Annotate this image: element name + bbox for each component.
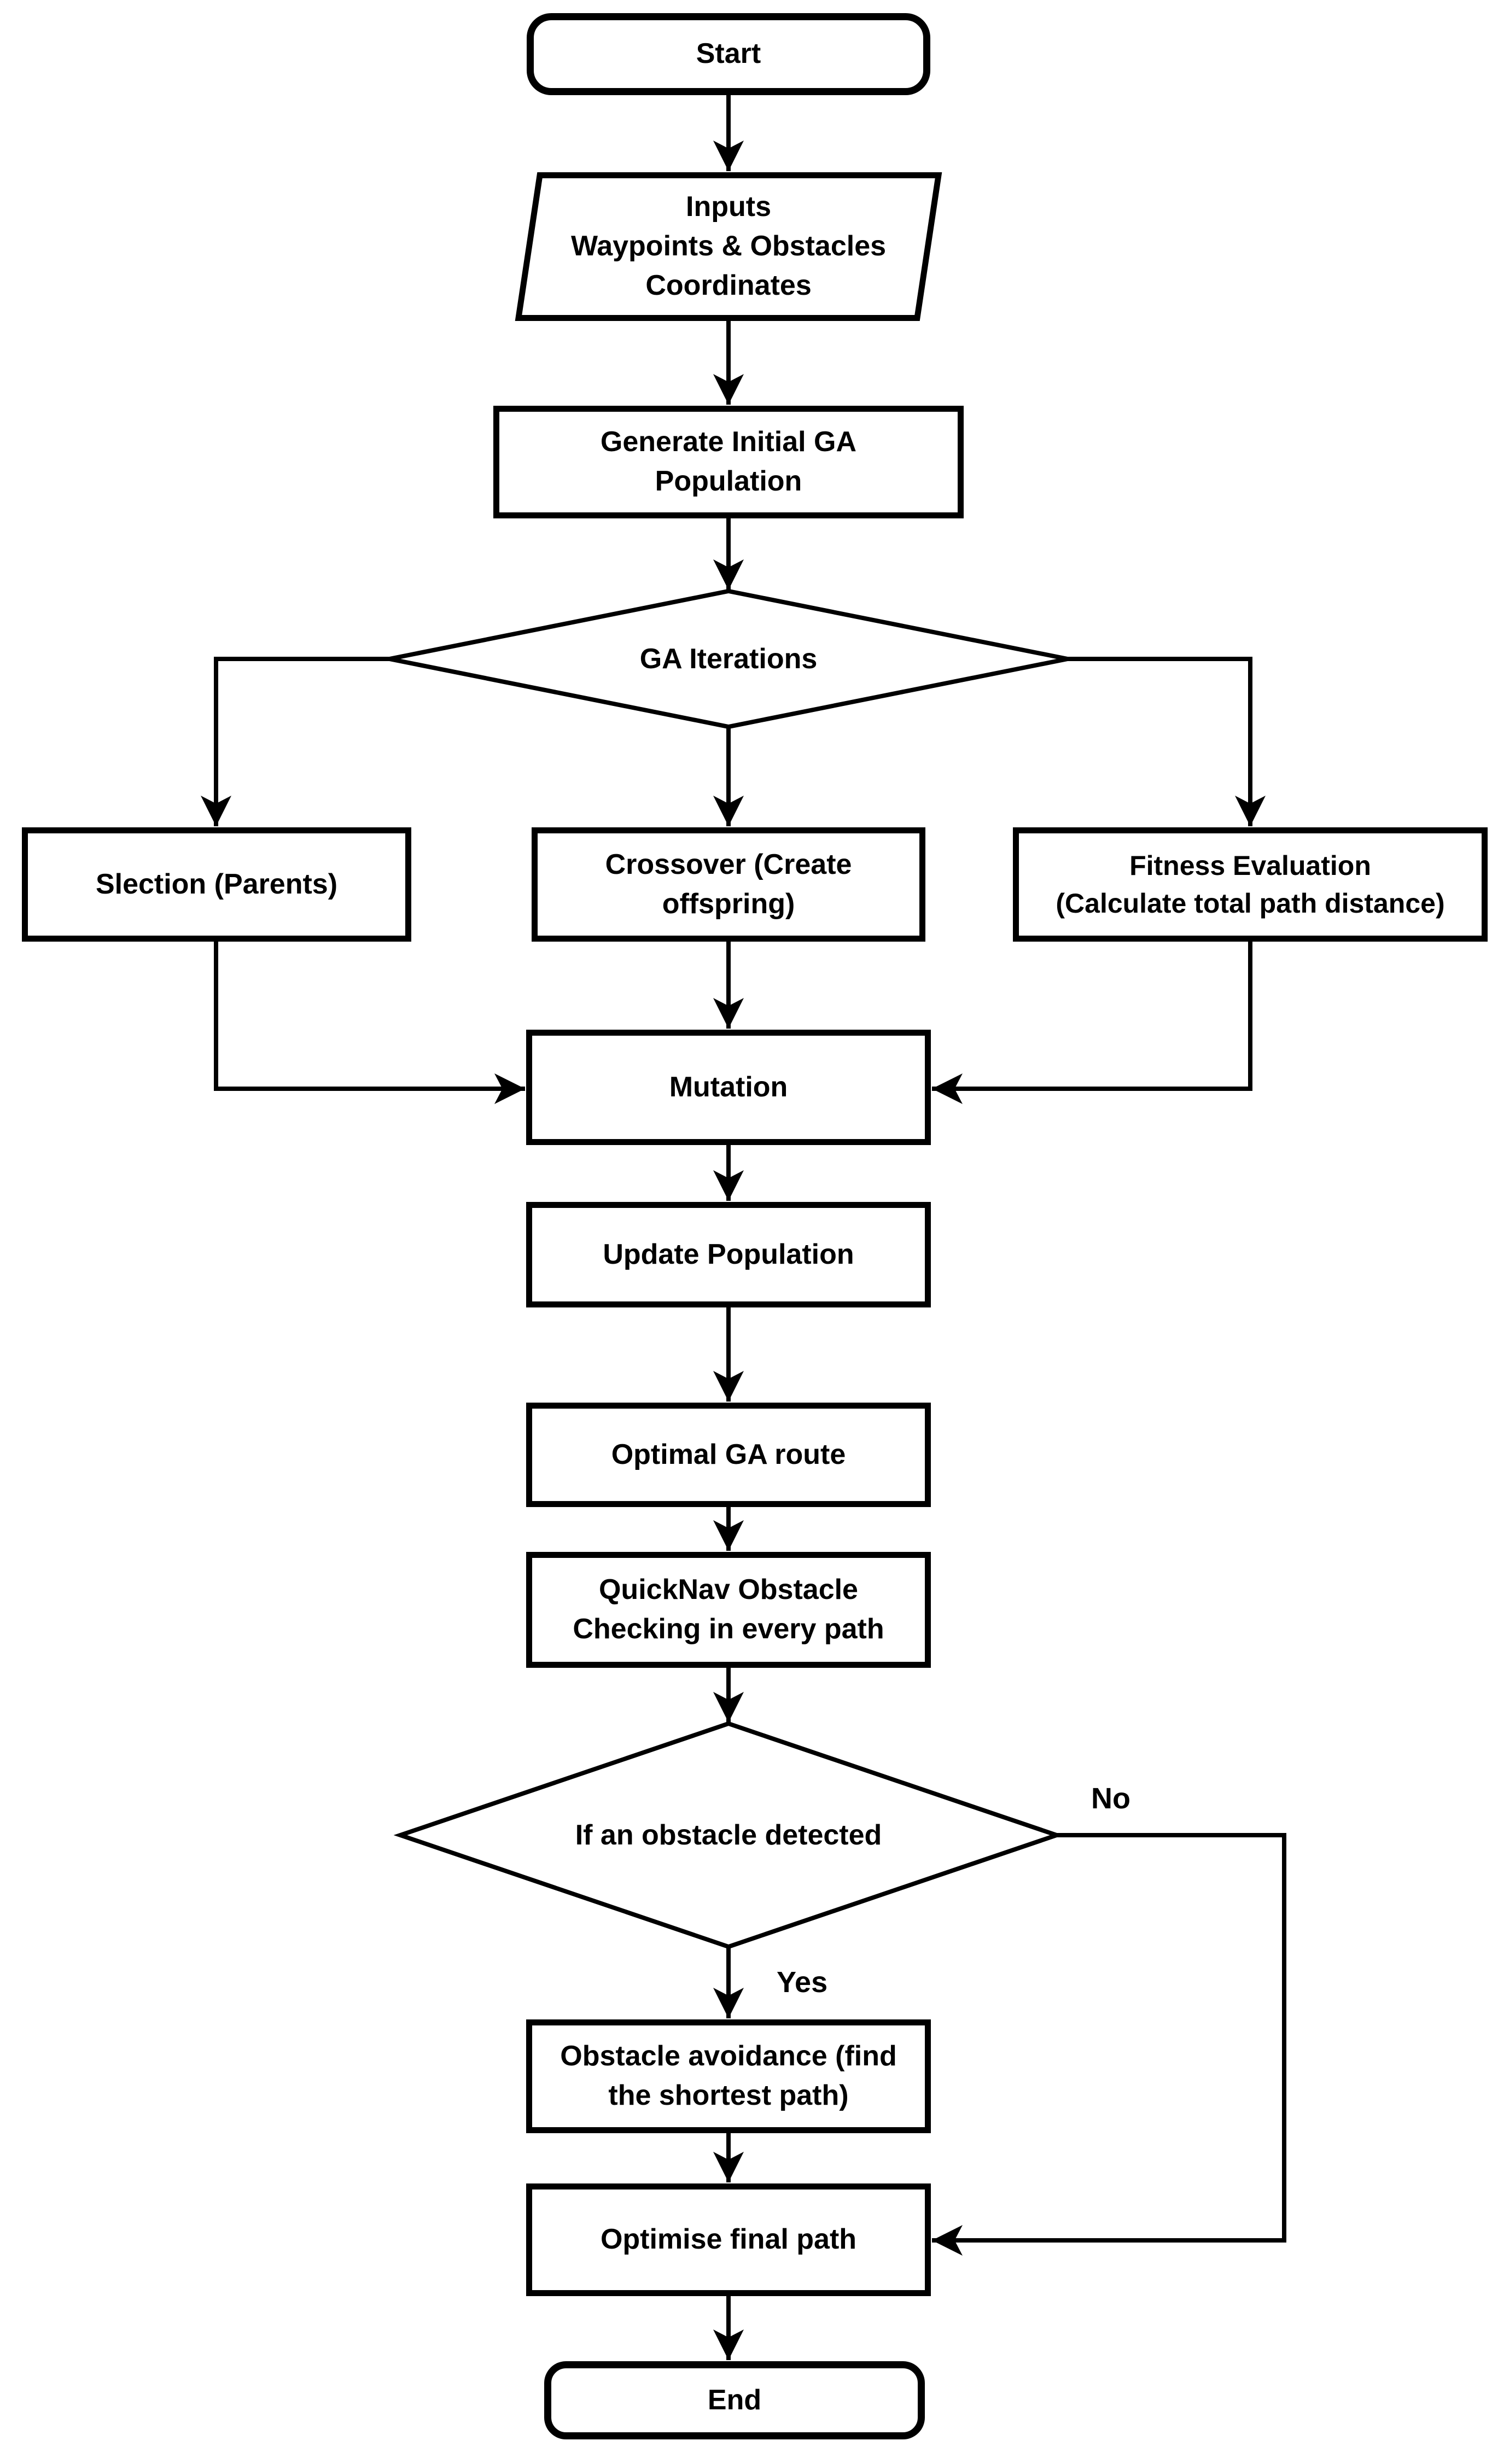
edge-label-yes: Yes bbox=[777, 1966, 828, 1999]
node-crossover: Crossover (Create offspring) bbox=[532, 827, 925, 942]
node-optimise-final-path: Optimise final path bbox=[526, 2183, 931, 2296]
edge-ga-iterations-to-fitness bbox=[1068, 657, 1266, 826]
edge-decision-no-to-optimise bbox=[932, 1833, 1286, 2256]
edge-label-no: No bbox=[1091, 1782, 1130, 1815]
node-inputs-label: Inputs Waypoints & Obstacles Coordinates bbox=[571, 191, 886, 301]
node-quicknav-check: QuickNav Obstacle Checking in every path bbox=[526, 1552, 931, 1668]
edge-selection-to-mutation bbox=[214, 941, 525, 1104]
node-obstacle-avoidance: Obstacle avoidance (find the shortest pa… bbox=[526, 2019, 931, 2133]
node-fitness-evaluation: Fitness Evaluation (Calculate total path… bbox=[1013, 827, 1488, 942]
node-end: End bbox=[544, 2361, 925, 2439]
node-inputs: Inputs Waypoints & Obstacles Coordinates bbox=[515, 172, 942, 321]
edge-ga-iterations-to-selection bbox=[201, 657, 389, 826]
obstacle-decision-diamond bbox=[393, 1721, 1064, 1949]
node-start: Start bbox=[527, 13, 930, 95]
edge-fitness-to-mutation bbox=[932, 941, 1252, 1104]
node-generate-population: Generate Initial GA Population bbox=[493, 406, 964, 518]
node-selection: Slection (Parents) bbox=[22, 827, 411, 942]
node-update-population: Update Population bbox=[526, 1202, 931, 1307]
node-mutation: Mutation bbox=[526, 1030, 931, 1145]
ga-iterations-diamond bbox=[389, 588, 1068, 729]
node-optimal-route: Optimal GA route bbox=[526, 1403, 931, 1507]
connectors bbox=[201, 95, 1286, 2360]
